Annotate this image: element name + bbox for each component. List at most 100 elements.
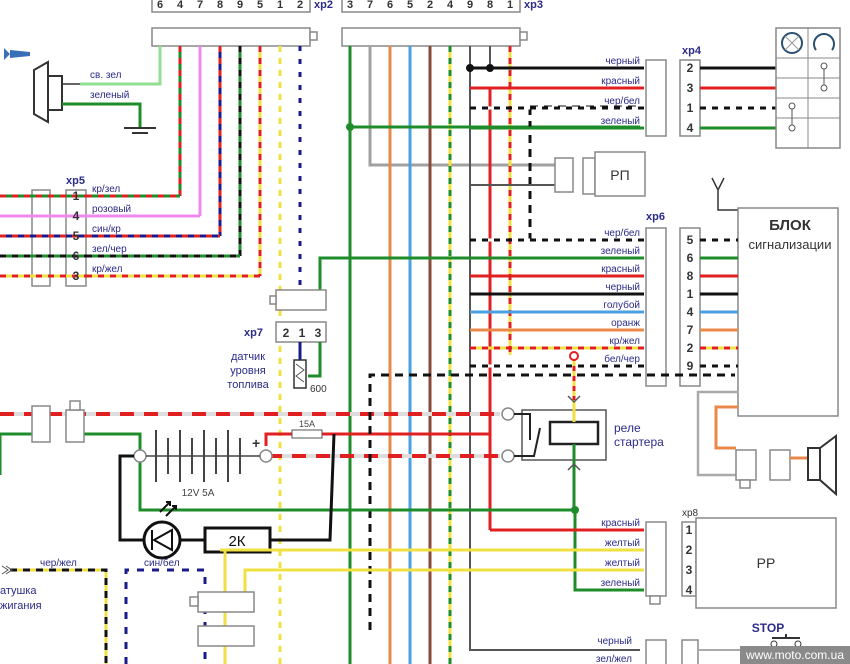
- terminal-icon: [133, 449, 147, 463]
- pin-number: 1: [686, 523, 693, 537]
- wire-label: син/кр: [92, 224, 121, 235]
- xp3-latch: [519, 31, 528, 41]
- xp3-label: xp3: [524, 0, 543, 11]
- connector-xp6: xp6 5чер/бел6зеленый8красный1черный4голу…: [470, 211, 738, 387]
- fuse-label: 15A: [299, 419, 315, 429]
- xp2-wires: [80, 46, 302, 664]
- fuel-sensor-resistor-icon: [293, 359, 307, 389]
- pin-number: 4: [73, 209, 80, 223]
- pin-number: 8: [217, 0, 223, 11]
- svg-text:стартера: стартера: [614, 435, 664, 449]
- wire-label: зеленый: [601, 116, 640, 127]
- watermark: www.moto.com.ua: [739, 646, 850, 664]
- wire-label: зеленый: [601, 578, 640, 589]
- wire-label: оранж: [611, 318, 640, 329]
- pin-number: 4: [686, 583, 693, 597]
- pin-number: 8: [687, 269, 694, 283]
- wire-label: син/бел: [144, 557, 180, 569]
- alarm-unit-subtitle: сигнализации: [749, 237, 832, 252]
- regulator-label: РР: [757, 555, 776, 571]
- pin-number: 3: [687, 81, 694, 95]
- pin-number: 8: [487, 0, 493, 11]
- wire-label: желтый: [605, 538, 640, 549]
- wire-gray: [368, 46, 555, 167]
- svg-text:2: 2: [283, 326, 290, 340]
- xp8-label: хр8: [682, 508, 699, 519]
- svg-text:уровня: уровня: [230, 365, 266, 377]
- terminal-icon: [501, 449, 515, 463]
- wire-label: красный: [601, 76, 640, 87]
- pin-number: 2: [427, 0, 433, 11]
- pin-number: 5: [257, 0, 263, 11]
- wire-label: черный: [605, 56, 640, 67]
- xp2-label: xp2: [314, 0, 333, 11]
- pin-number: 9: [237, 0, 243, 11]
- siren-speaker-icon: [807, 447, 821, 481]
- pin-number: 5: [73, 229, 80, 243]
- switch-icon: [813, 33, 835, 51]
- pin-number: 6: [73, 249, 80, 263]
- wire-label: зел/чер: [92, 244, 127, 255]
- pin-number: 5: [687, 233, 694, 247]
- wire-label: чер/бел: [604, 95, 640, 107]
- pin-number: 2: [687, 61, 694, 75]
- ignition-coil-label: атушка: [0, 585, 37, 597]
- xp2-latch: [309, 31, 318, 41]
- wire-label: зеленый: [90, 90, 129, 101]
- pin-number: 7: [687, 323, 694, 337]
- wire-label: черный: [605, 282, 640, 293]
- svg-text:жигания: жигания: [0, 600, 42, 612]
- pin-number: 9: [467, 0, 473, 11]
- pin-number: 1: [73, 189, 80, 203]
- regulator: РР: [695, 517, 837, 609]
- xp6-label: xp6: [646, 211, 665, 223]
- resistor-icon: [203, 526, 272, 554]
- pin-number: 6: [687, 251, 694, 265]
- battery: 12V 5A +: [133, 430, 273, 499]
- led-icon: [142, 520, 182, 560]
- wire-label: св. зел: [90, 70, 122, 81]
- wire-label: красный: [601, 518, 640, 529]
- wire-label: голубой: [603, 299, 640, 311]
- battery-label: 12V 5A: [182, 488, 215, 499]
- pin-number: 3: [347, 0, 353, 11]
- terminal-icon: [259, 449, 273, 463]
- relay-coil-icon: [548, 420, 600, 446]
- wire-label: желтый: [605, 558, 640, 569]
- pin-number: 6: [387, 0, 393, 11]
- stop-label: STOP: [752, 621, 784, 635]
- pin-number: 1: [507, 0, 513, 11]
- antenna-icon: [711, 177, 738, 211]
- svg-text:+: +: [252, 435, 260, 451]
- wire-label: кр/жел: [610, 336, 641, 347]
- lamp-icon: [781, 32, 803, 54]
- wire-label: кр/жел: [92, 264, 123, 275]
- xp4-label: xp4: [682, 45, 702, 57]
- pin-number: 9: [687, 359, 694, 373]
- speaker-icon: [33, 60, 49, 124]
- rp-relay: РП: [554, 151, 646, 197]
- wire-label: бел/чер: [604, 353, 640, 365]
- pin-number: 1: [687, 101, 694, 115]
- resistor-label: 2К: [228, 533, 245, 550]
- pin-number: 4: [177, 0, 184, 11]
- wire-label: зел/жел: [596, 654, 632, 664]
- pin-number: 7: [197, 0, 203, 11]
- pin-number: 2: [297, 0, 303, 11]
- pin-number: 1: [277, 0, 283, 11]
- wire-label: розовый: [92, 204, 131, 215]
- svg-text:топлива: топлива: [227, 379, 269, 391]
- pin-number: 3: [686, 563, 693, 577]
- pin-number: 4: [687, 121, 694, 135]
- horn-icon: [4, 48, 30, 60]
- xp3-pin-header: [341, 0, 521, 13]
- pin-number: 2: [687, 341, 694, 355]
- svg-text:3: 3: [315, 326, 322, 340]
- fuel-sensor-label: датчик: [231, 351, 265, 363]
- resistance-value: 600: [310, 384, 327, 395]
- horn: [4, 48, 30, 60]
